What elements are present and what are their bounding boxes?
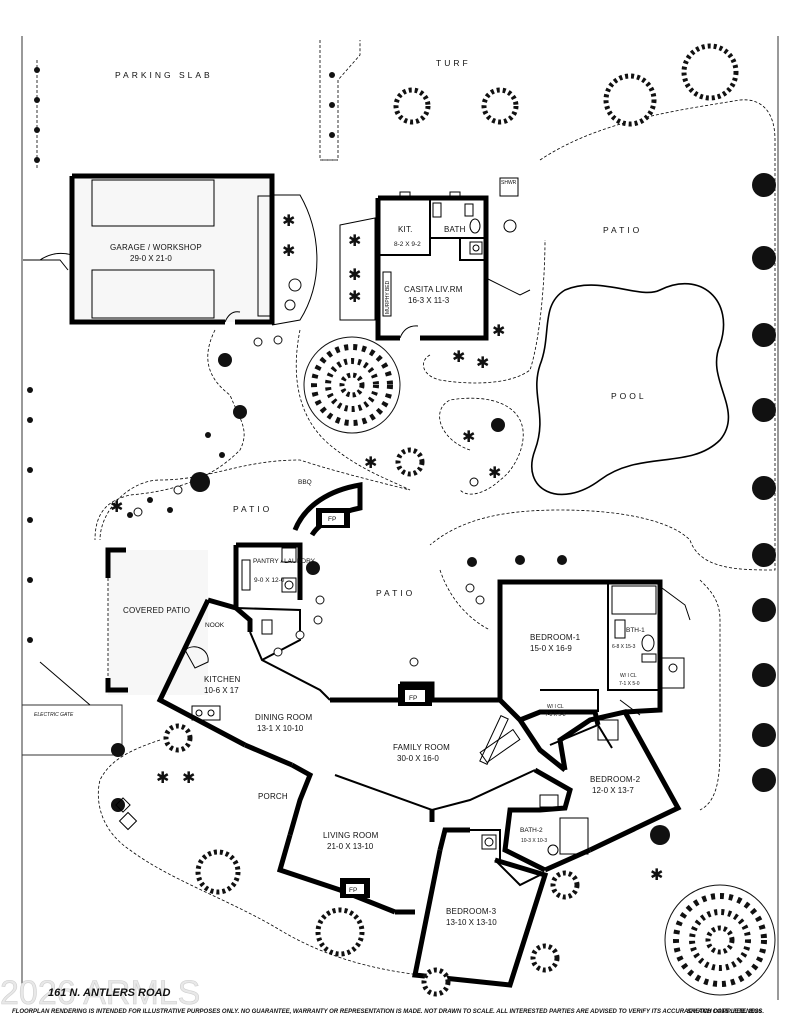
wic1-dims: 7-1 X 5-0 [619,681,640,687]
pantry-dims: 9-0 X 12-0 [254,577,285,584]
landscape-plants: ✱✱✱ ✱✱✱ ✱✱✱ ✱✱✱ ✱✱✱ [27,43,776,997]
bedroom2-name: BEDROOM-2 [590,775,641,784]
bath1-name: BTH-1 [626,627,645,634]
wic2-name: W/ I CL [547,704,564,710]
svg-text:✱: ✱ [348,287,361,306]
murphy-bed-label: MURPHY BED [385,280,391,314]
svg-text:✱: ✱ [282,211,295,230]
covered-patio-name: COVERED PATIO [123,606,190,615]
footer-disclaimer: FLOORPLAN RENDERING IS INTENDED FOR ILLU… [12,1009,764,1015]
garage [39,173,275,325]
label-patio-left: PATIO [233,504,272,514]
label-bbq: BBQ [298,479,312,486]
kitchenette-dims: 8-2 X 9-2 [394,241,421,248]
bedroom1-dims: 15-0 X 16-9 [530,644,572,653]
casita-planter [339,217,376,321]
svg-text:✱: ✱ [364,453,377,472]
garage-planter [271,194,318,326]
main-house-walls [156,579,691,988]
label-pool: POOL [611,391,647,401]
pantry [233,542,303,608]
svg-text:✱: ✱ [110,497,123,516]
svg-text:✱: ✱ [650,865,663,884]
label-patio-top: PATIO [603,225,642,235]
svg-text:✱: ✱ [348,231,361,250]
bedroom2-dims: 12-0 X 13-7 [592,786,634,795]
svg-text:✱: ✱ [452,347,465,366]
dining-name: DINING ROOM [255,713,312,722]
family-dims: 30-0 X 16-0 [397,754,439,763]
bedroom3-name: BEDROOM-3 [446,907,497,916]
casita [375,177,531,341]
living-name: LIVING ROOM [323,831,379,840]
covered-patio-outline [105,547,208,695]
fireplace-label-family: FP [409,695,417,702]
bedroom3-dims: 13-10 X 13-10 [446,918,497,927]
kitchen-name: KITCHEN [204,675,241,684]
garage-name: GARAGE / WORKSHOP [110,243,202,252]
bbq-area [292,482,363,537]
svg-text:✱: ✱ [156,768,169,787]
dining-dims: 13-1 X 10-10 [257,724,304,733]
casita-bath-name: BATH [444,225,466,234]
property-boundary [21,36,779,1000]
pool [531,283,730,496]
svg-text:✱: ✱ [488,463,501,482]
svg-text:✱: ✱ [492,321,505,340]
pantry-name: PANTRY / LAUNDRY [253,558,316,565]
kitchenette-name: KIT. [398,225,413,234]
landscape-outlines [94,99,776,976]
bath2-dims: 10-3 X 10-3 [521,838,547,844]
garage-dims: 29-0 X 21-0 [130,254,172,263]
casita-living-name: CASITA LIV.RM [404,285,463,294]
tree-southeast [664,884,776,996]
label-patio-center: PATIO [376,588,415,598]
svg-text:✱: ✱ [182,768,195,787]
fireplace-label-living: FP [349,887,357,894]
fireplace-label-bbq: FP [328,516,336,523]
wic2-dims: 7-8 X 5-8 [545,712,566,718]
bath1-dims: 6-8 X 15-3 [612,644,636,650]
bedroom1-name: BEDROOM-1 [530,633,581,642]
footer-address: 161 N. ANTLERS ROAD [48,987,171,999]
nook-name: NOOK [205,622,225,629]
svg-text:✱: ✱ [476,353,489,372]
label-porch: PORCH [258,792,288,801]
wic1-name: W/ I CL [620,673,637,679]
tree-center [303,336,401,434]
label-electric-gate: ELECTRIC GATE [34,712,74,718]
family-name: FAMILY ROOM [393,743,450,752]
living-dims: 21-0 X 13-10 [327,842,374,851]
svg-text:✱: ✱ [462,427,475,446]
svg-text:✱: ✱ [282,241,295,260]
kitchen-dims: 10-6 X 17 [204,686,239,695]
label-shower: SHWR [501,180,517,186]
label-turf: TURF [436,58,471,68]
bath2-name: BATH-2 [520,827,543,834]
casita-living-dims: 16-3 X 11-3 [408,296,450,305]
svg-text:✱: ✱ [348,265,361,284]
footer-sketch-date: SKETCH DATE: FEB. 2026 [687,1009,762,1015]
label-parking-slab: PARKING SLAB [115,70,213,80]
watermark-text: 2026 ARMLS [0,974,200,1012]
